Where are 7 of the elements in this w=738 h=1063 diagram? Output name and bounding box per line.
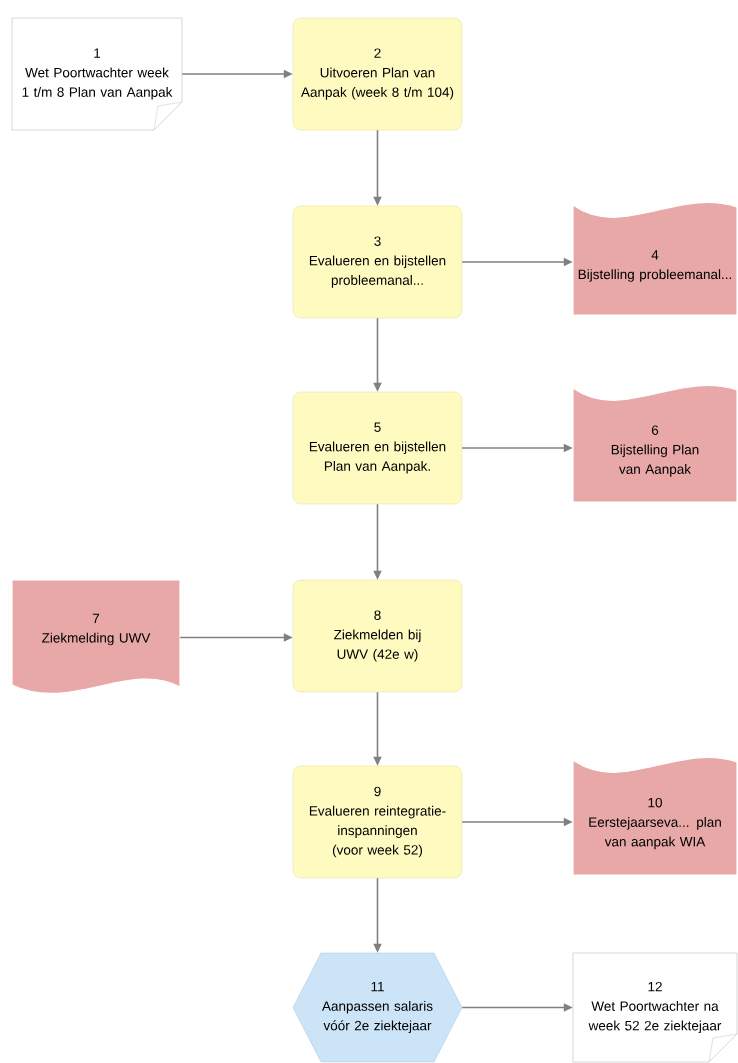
process-box: 5 Evalueren en bijstellen Plan van Aanpak. <box>292 391 463 505</box>
process-box: 8 Ziekmelden bij UWV (42e w) <box>292 579 463 693</box>
process-box: 2 Uitvoeren Plan van Aanpak (week 8 t/m 104) <box>292 17 463 131</box>
note-box: 12 Wet Poortwachter na week 52 2e ziektejaar <box>572 952 738 1063</box>
process-box: 9 Evalueren reintegratie-inspanningen (voor week 52) <box>292 765 463 879</box>
process-box: 3 Evalueren en bijstellen probleemanal... <box>292 205 463 319</box>
note-box: 1 Wet Poortwachter week 1 t/m 8 Plan van Aanpak <box>11 17 183 131</box>
